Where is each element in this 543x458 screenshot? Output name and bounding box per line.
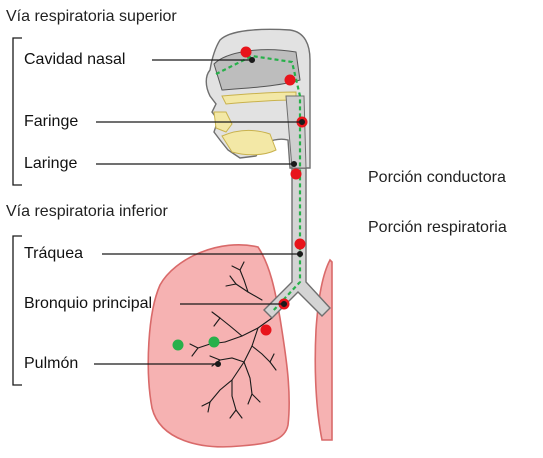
right-lung xyxy=(315,260,332,440)
legend-conducting: Porción conductora xyxy=(368,170,506,186)
upper-airway-heading: Vía respiratoria superior xyxy=(6,9,177,25)
nasal-cavity-label: Cavidad nasal xyxy=(24,52,125,68)
conducting-dot xyxy=(285,75,296,86)
conducting-dot xyxy=(241,47,252,58)
legend-respiratory: Porción respiratoria xyxy=(368,220,507,236)
head-airway xyxy=(206,29,310,168)
lower-airway-heading: Vía respiratoria inferior xyxy=(6,204,168,220)
pharynx-label: Faringe xyxy=(24,114,78,130)
respiratory-dot xyxy=(173,340,184,351)
respiratory-dot xyxy=(209,337,220,348)
main-bronchus-label: Bronquio principal xyxy=(24,296,152,312)
larynx-label: Laringe xyxy=(24,156,77,172)
upper-bracket xyxy=(13,38,22,185)
conducting-dot xyxy=(295,239,306,250)
lower-bracket xyxy=(13,236,22,385)
conducting-dot xyxy=(291,169,302,180)
conducting-dot xyxy=(261,325,272,336)
left-lung xyxy=(148,245,289,447)
trachea-label: Tráquea xyxy=(24,246,83,262)
lung-label: Pulmón xyxy=(24,356,78,372)
